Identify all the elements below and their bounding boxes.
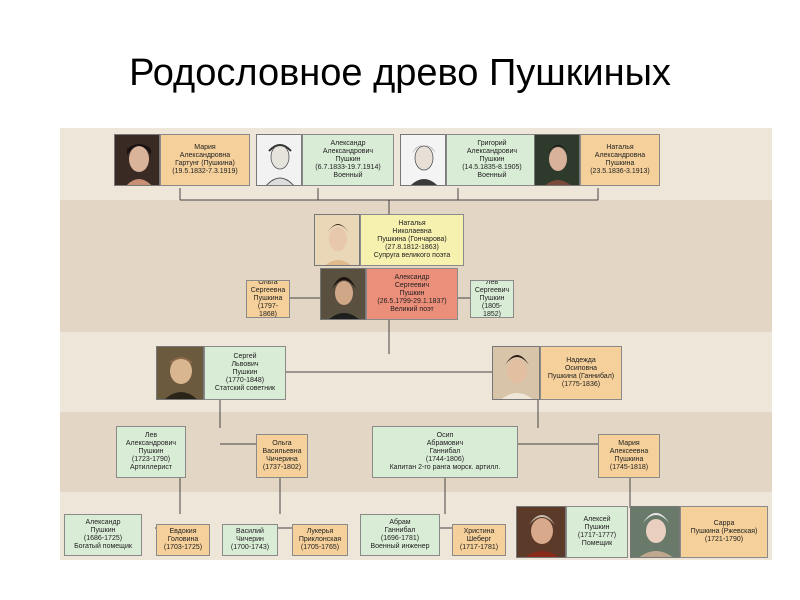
person-alexander-poet: Александр Сергеевич Пушкин (26.5.1799-29… — [366, 268, 458, 320]
person-sergey-lvovich: Сергей Львович Пушкин (1770-1848) Статск… — [204, 346, 286, 400]
person-alexey: Алексей Пушкин (1717-1777) Помещик — [566, 506, 628, 558]
person-grigory: Григорий Александрович Пушкин (14.5.1835… — [446, 134, 538, 186]
portrait-grigory-image — [400, 134, 446, 186]
portrait-alexander-jr-image — [256, 134, 302, 186]
portrait-alexander-poet-image — [320, 268, 366, 320]
person-evdokia: Евдокия Головина (1703-1725) — [156, 524, 210, 556]
portrait-natalia-jr-image — [534, 134, 580, 186]
person-natalia-goncharova: Наталья Николаевна Пушкина (Гончарова) (… — [360, 214, 464, 266]
person-olga-chicherina: Ольга Васильевна Чичерина (1737-1802) — [256, 434, 308, 478]
portrait-sergey-image — [156, 346, 204, 400]
person-olga-sergeevna: Ольга Сергеевна Пушкина (1797-1868) — [246, 280, 290, 318]
family-tree: Мария Александровна Гартунг (Пушкина) (1… — [60, 128, 772, 560]
portrait-maria-image — [114, 134, 160, 186]
portrait-nadezhda-image — [492, 346, 540, 400]
person-abram: Абрам Ганнибал (1696-1781) Военный инжен… — [360, 514, 440, 556]
portrait-sarra-image — [630, 506, 680, 558]
person-maria-gartung: Мария Александровна Гартунг (Пушкина) (1… — [160, 134, 250, 186]
person-sarra: Сарра Пушкина (Ржевская) (1721-1790) — [680, 506, 768, 558]
person-vasily: Василий Чичерин (1700-1743) — [222, 524, 278, 556]
person-lukerya: Лукерья Приклонская (1705-1765) — [292, 524, 348, 556]
person-osip: Осип Абрамович Ганнибал (1744-1806) Капи… — [372, 426, 518, 478]
person-lev-sergeevich: Лев Сергеевич Пушкин (1805-1852) — [470, 280, 514, 318]
person-natalia-jr: Наталья Александровна Пушкина (23.5.1836… — [580, 134, 660, 186]
person-maria-alekseevna: Мария Алексеевна Пушкина (1745-1818) — [598, 434, 660, 478]
person-christina: Христина Шеберг (1717-1781) — [452, 524, 506, 556]
portrait-natalia-goncharova-image — [314, 214, 360, 266]
person-lev-alexandrovich: Лев Александрович Пушкин (1723-1790) Арт… — [116, 426, 186, 478]
person-alexander-1686: Александр Пушкин (1686-1725) Богатый пом… — [64, 514, 142, 556]
page-title: Родословное древо Пушкиных — [129, 52, 671, 94]
portrait-alexey-image — [516, 506, 566, 558]
person-nadezhda: Надежда Осиповна Пушкина (Ганнибал) (177… — [540, 346, 622, 400]
person-alexander-jr: Александр Александрович Пушкин (6.7.1833… — [302, 134, 394, 186]
connector-lines — [155, 188, 631, 529]
